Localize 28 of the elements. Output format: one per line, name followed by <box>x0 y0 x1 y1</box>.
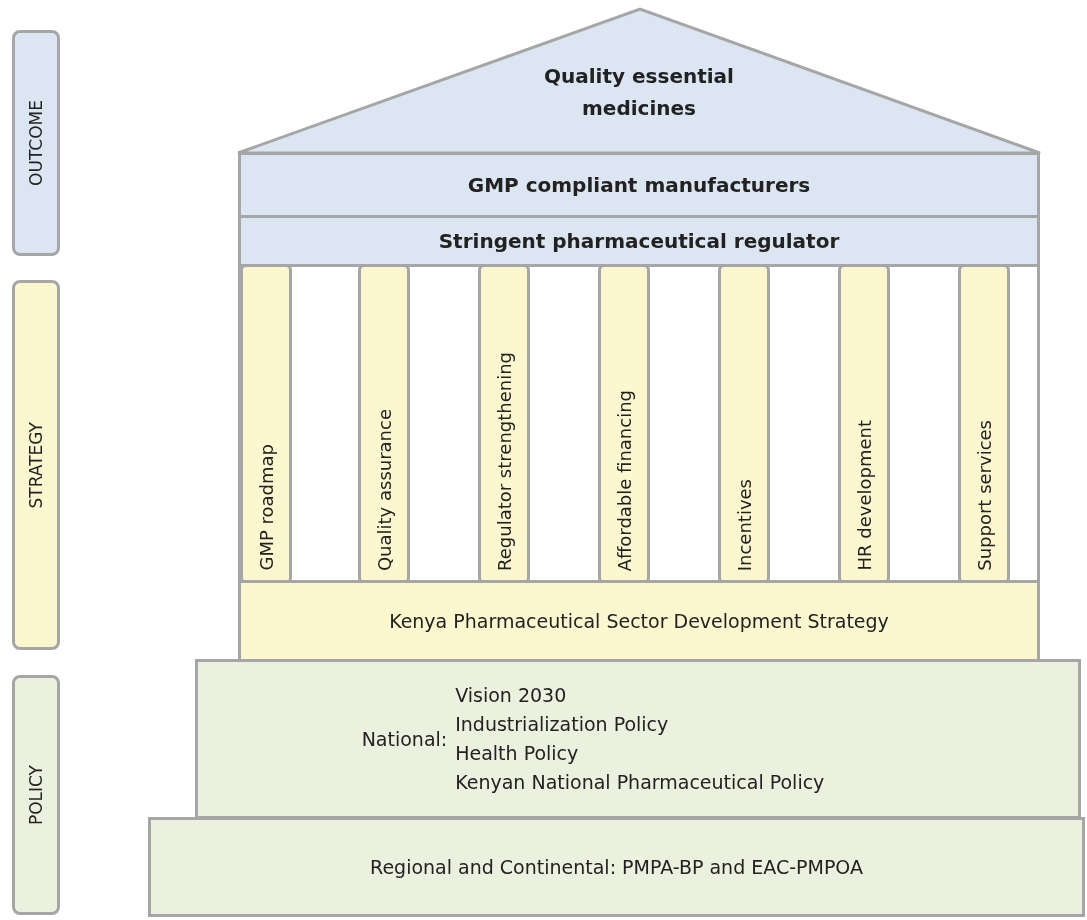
pillar-label: Quality assurance <box>373 408 395 571</box>
policy-item: Kenyan National Pharmaceutical Policy <box>455 770 825 795</box>
pillar-label: Regulator strengthening <box>493 352 515 571</box>
policy-item: Health Policy <box>455 741 579 766</box>
band-label: Regional and Continental: PMPA-BP and EAC-PMPOA <box>370 856 863 878</box>
policy-item: Vision 2030 <box>455 683 567 708</box>
section-band <box>12 280 60 650</box>
policy-level-label: National: <box>361 728 448 750</box>
band-box <box>148 817 1085 917</box>
section-band <box>12 675 60 915</box>
policy-block <box>195 659 1081 819</box>
band-label: Stringent pharmaceutical regulator <box>438 229 840 253</box>
band-label: GMP compliant manufacturers <box>467 173 811 197</box>
section-label: OUTCOME <box>26 100 46 186</box>
section-label: STRATEGY <box>26 421 46 509</box>
band-box <box>238 580 1040 662</box>
pillar-label: Incentives <box>733 478 755 571</box>
pillar-label: Support services <box>973 420 995 571</box>
pillar-label: Affordable financing <box>613 389 635 571</box>
policy-item: Industrialization Policy <box>455 712 669 737</box>
section-label: POLICY <box>26 764 46 826</box>
roof-title: Quality essential medicines <box>543 63 735 122</box>
band-label: Kenya Pharmaceutical Sector Development Strategy <box>389 610 889 632</box>
section-band <box>12 30 60 256</box>
pillar-label: GMP roadmap <box>255 444 277 571</box>
pillar-label: HR development <box>853 420 875 571</box>
band-box <box>238 215 1040 267</box>
band-box <box>238 152 1040 218</box>
